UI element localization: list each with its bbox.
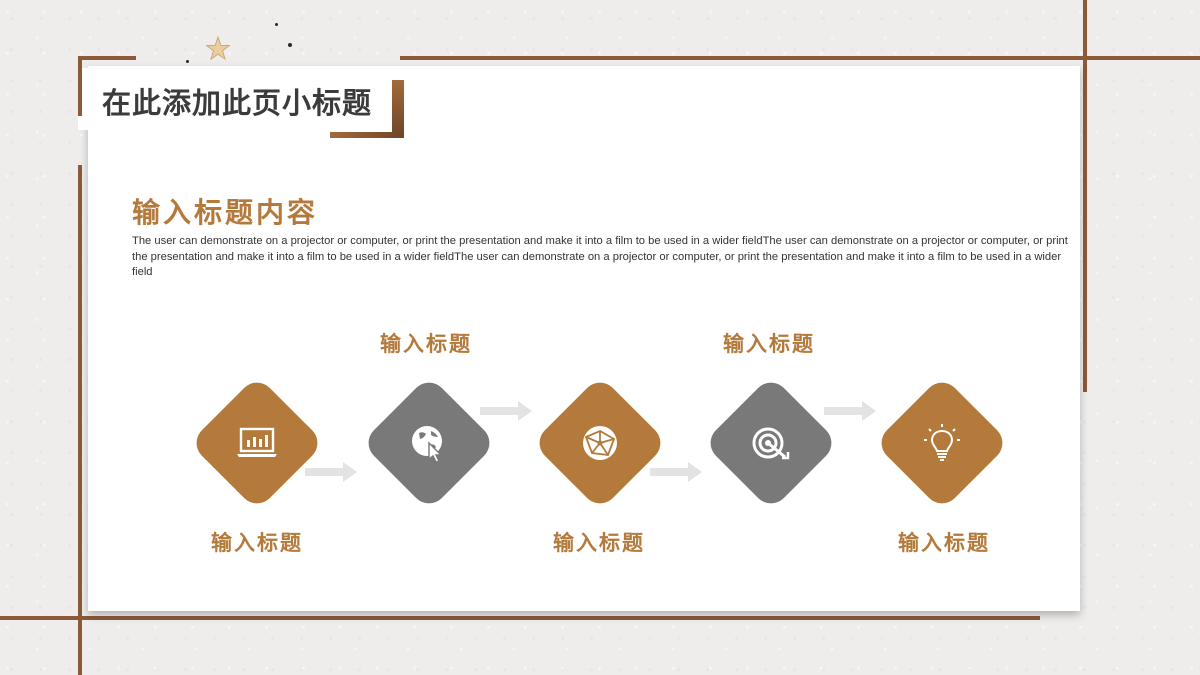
title-corner-right xyxy=(392,80,404,138)
body-paragraph: The user can demonstrate on a projector … xyxy=(132,235,1068,278)
step-3-label: 输入标题 xyxy=(553,531,645,555)
lightbulb-icon xyxy=(924,424,960,461)
sparkle-dot xyxy=(186,60,189,63)
content-card xyxy=(88,66,1080,611)
step-2-label: 输入标题 xyxy=(380,332,472,356)
frame-line-right xyxy=(1083,0,1087,392)
sparkle-dot xyxy=(288,43,292,47)
arrow-right-icon xyxy=(650,462,702,482)
sparkle-dot xyxy=(275,23,278,26)
frame-line-bottom xyxy=(0,616,1040,620)
step-1-label: 输入标题 xyxy=(211,531,303,555)
title-background xyxy=(78,68,398,130)
arrow-right-icon xyxy=(480,401,532,421)
page-title: 在此添加此页小标题 xyxy=(102,86,373,120)
step-4-label: 输入标题 xyxy=(723,332,815,356)
frame-line-top xyxy=(400,56,1200,60)
arrow-right-icon xyxy=(305,462,357,482)
globe-cursor-icon xyxy=(412,426,443,463)
target-icon xyxy=(752,427,790,460)
star-icon xyxy=(205,36,231,61)
title-corner-top-left xyxy=(78,56,136,116)
step-5-label: 输入标题 xyxy=(898,531,990,555)
section-heading: 输入标题内容 xyxy=(132,196,319,229)
laptop-chart-icon xyxy=(237,427,277,457)
arrow-right-icon xyxy=(824,401,876,421)
title-corner-bottom xyxy=(330,132,404,138)
frame-line-left xyxy=(78,165,82,675)
network-globe-icon xyxy=(583,426,617,460)
